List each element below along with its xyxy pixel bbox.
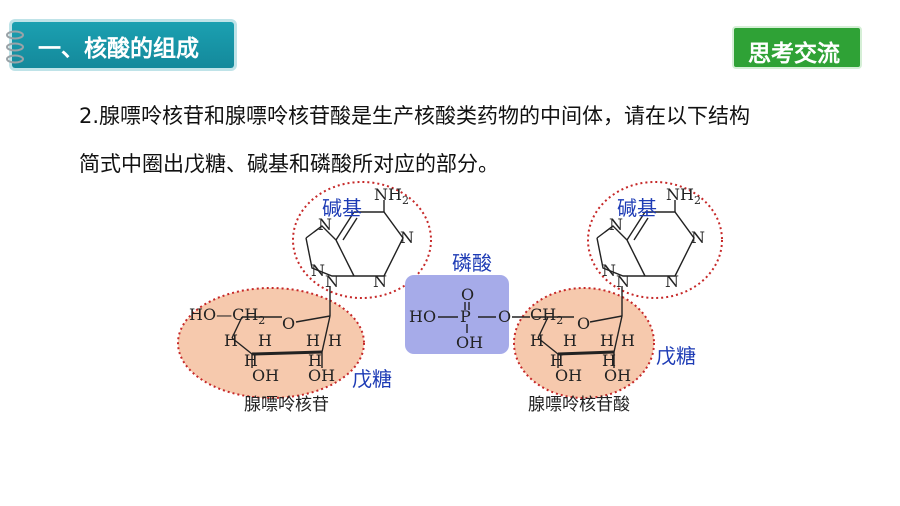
right-h-6: H (602, 351, 616, 370)
right-h-5: H (550, 351, 564, 370)
right-n-1: N (609, 215, 623, 234)
right-n-4: N (616, 272, 630, 291)
right-ribose-ring (532, 315, 623, 368)
right-caption: 腺嘌呤核苷酸 (528, 395, 630, 415)
left-ho-ch2: HO—CH2 (189, 305, 265, 327)
think-discuss-badge: 思考交流 (732, 26, 862, 69)
left-caption: 腺嘌呤核苷 (244, 395, 329, 415)
left-adenine-rings (305, 200, 404, 316)
right-n-2: N (691, 228, 705, 247)
right-h-1: H (530, 331, 544, 350)
question-line-2: 简式中圈出戊糖、碱基和磷酸所对应的部分。 (79, 152, 499, 176)
section-title: 一、核酸的组成 (38, 36, 199, 62)
right-ch2: CH2 (530, 305, 563, 327)
right-nh2: NH2 (666, 185, 701, 207)
left-n-3: N (311, 261, 325, 280)
phosphate-bonds (438, 302, 530, 333)
right-adenine-rings (596, 200, 695, 316)
left-h-4: H (306, 331, 320, 350)
right-h-3: H (563, 331, 577, 350)
left-sugar-label: 戊糖 (352, 367, 392, 391)
right-n-5: N (665, 272, 679, 291)
right-oh-2: OH (604, 366, 631, 385)
left-h-6: H (308, 351, 322, 370)
section-title-tab: 一、核酸的组成 (12, 22, 234, 68)
left-h-2: H (328, 331, 342, 350)
phosphate-highlight (405, 275, 509, 354)
left-nh2: NH2 (374, 185, 409, 207)
left-h-1: H (224, 331, 238, 350)
phosphate-ho: HO (409, 307, 436, 326)
left-n-5: N (373, 272, 387, 291)
question-text: 2.腺嘌呤核苷和腺嘌呤核苷酸是生产核酸类药物的中间体，请在以下结构 简式中圈出戊… (79, 92, 859, 188)
left-n-2: N (400, 228, 414, 247)
right-base-label: 碱基 (617, 196, 657, 220)
phosphate-o-top: O (461, 285, 474, 304)
phosphate-p: P (460, 307, 471, 326)
left-sugar-highlight (177, 287, 365, 399)
phosphate-oh: OH (456, 333, 483, 352)
right-h-4: H (600, 331, 614, 350)
amp-structure: 磷酸 HO P O OH O (405, 181, 723, 415)
left-n-1: N (318, 215, 332, 234)
right-oh-1: OH (555, 366, 582, 385)
left-n-4: N (325, 272, 339, 291)
adenosine-structure: NH2 N N N N N 碱基 HO—CH2 O H H H H H H OH… (177, 181, 432, 415)
right-sugar-label: 戊糖 (656, 344, 696, 368)
right-base-highlight (587, 181, 723, 299)
phosphate-ester-o: O (498, 307, 511, 326)
phosphate-label: 磷酸 (452, 251, 492, 275)
left-oh-1: OH (252, 366, 279, 385)
right-n-3: N (602, 261, 616, 280)
left-ring-o: O (282, 314, 295, 333)
left-h-3: H (258, 331, 272, 350)
left-base-highlight (292, 181, 432, 299)
right-ring-o: O (577, 314, 590, 333)
badge-label: 思考交流 (748, 41, 840, 67)
left-ribose-ring (231, 315, 331, 368)
question-line-1: 2.腺嘌呤核苷和腺嘌呤核苷酸是生产核酸类药物的中间体，请在以下结构 (79, 104, 751, 128)
right-h-2: H (621, 331, 635, 350)
right-sugar-highlight (513, 287, 655, 399)
binder-rings-icon (6, 30, 24, 64)
left-base-label: 碱基 (322, 196, 362, 220)
left-h-5: H (244, 351, 258, 370)
left-oh-2: OH (308, 366, 335, 385)
